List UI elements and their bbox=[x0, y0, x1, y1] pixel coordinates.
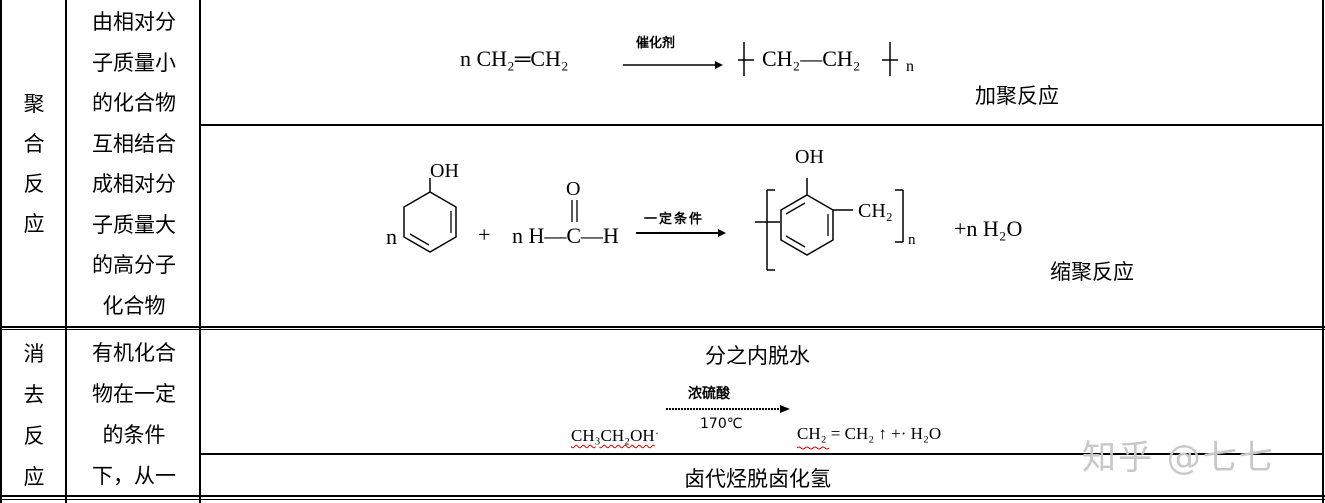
ethylene-product: CH₂ = CH₂ ↑ +· H₂O bbox=[797, 424, 942, 443]
inner-divider-polymer bbox=[201, 124, 1324, 126]
polymer-definition: 由相对分 子质量小 的化合物 互相结合 成相对分 子质量大 的高分子 化合物 bbox=[74, 2, 194, 326]
addition-catalyst: 催化剂 bbox=[636, 36, 676, 51]
dehydrohalogenation-title: 卤代烃脱卤化氢 bbox=[684, 467, 831, 491]
formaldehyde-oxygen: O bbox=[566, 178, 581, 200]
resin-oh: OH bbox=[795, 146, 824, 168]
addition-label: 加聚反应 bbox=[975, 84, 1059, 108]
definition-line: 的化合物 bbox=[92, 91, 176, 115]
resin-ch2: CH₂ bbox=[858, 200, 893, 222]
condensation-arrow bbox=[636, 229, 726, 237]
watermark: 知乎 @七七 bbox=[1082, 438, 1275, 478]
product-underline bbox=[796, 446, 830, 450]
category-char: 应 bbox=[23, 465, 45, 489]
category-char: 聚 bbox=[23, 92, 45, 116]
phenol-oh: OH bbox=[430, 160, 459, 182]
table-border-bottom bbox=[0, 495, 1325, 497]
row-divider bbox=[0, 326, 1325, 328]
definition-line: 互相结合 bbox=[92, 131, 176, 156]
definition-line: 有机化合 bbox=[92, 341, 176, 365]
definition-line: 子质量小 bbox=[92, 50, 176, 75]
table-border-left bbox=[0, 0, 2, 503]
definition-line: 由相对分 bbox=[92, 10, 176, 34]
dehydration-arrow bbox=[666, 405, 790, 413]
phenolic-resin-structure bbox=[755, 178, 904, 271]
dehydration-temperature: 170℃ bbox=[700, 416, 743, 432]
category-char: 消 bbox=[23, 342, 45, 366]
category-char: 去 bbox=[23, 383, 45, 407]
addition-product: CH₂—CH₂ bbox=[762, 46, 861, 71]
category-char: 反 bbox=[23, 172, 45, 196]
intramolecular-title: 分之内脱水 bbox=[705, 344, 810, 368]
water-product: +n H₂O bbox=[954, 216, 1023, 241]
table-border-right bbox=[1322, 0, 1324, 503]
addition-reactant: n CH₂═CH₂ bbox=[460, 46, 569, 71]
formaldehyde: n H—C—H bbox=[512, 223, 619, 248]
definition-line: 子质量大 bbox=[92, 212, 176, 237]
plus-sign: + bbox=[478, 222, 491, 247]
elimination-definition: 有机化合 物在一定 的条件 下，从一 bbox=[74, 333, 194, 497]
phenol-structure bbox=[403, 178, 457, 253]
polymer-category: 聚 合 反 应 bbox=[14, 84, 54, 244]
dehydration-catalyst: 浓硫酸 bbox=[688, 386, 730, 402]
polymer-bracket-left bbox=[738, 42, 754, 76]
category-char: 合 bbox=[23, 132, 45, 156]
addition-subscript: n bbox=[906, 58, 914, 75]
ethanol-dot: · bbox=[655, 426, 659, 440]
phenol-coefficient: n bbox=[386, 224, 397, 249]
definition-line: 化合物 bbox=[102, 293, 166, 318]
definition-line: 物在一定 bbox=[92, 382, 176, 406]
condensation-label: 缩聚反应 bbox=[1050, 260, 1134, 284]
definition-line: 的高分子 bbox=[92, 253, 176, 277]
condensation-condition: 一定条件 bbox=[644, 212, 705, 227]
definition-line: 的条件 bbox=[102, 423, 166, 447]
category-char: 反 bbox=[23, 424, 45, 448]
category-char: 应 bbox=[23, 212, 45, 236]
inner-divider-elim bbox=[201, 453, 1324, 455]
ethanol-reactant: CH₃CH₂OH bbox=[571, 426, 655, 445]
elimination-category: 消 去 反 应 bbox=[14, 334, 54, 498]
col-divider-2 bbox=[199, 0, 201, 503]
definition-line: 下，从一 bbox=[92, 464, 176, 488]
carbonyl-bond bbox=[571, 200, 578, 222]
definition-line: 成相对分 bbox=[92, 172, 176, 196]
resin-subscript: n bbox=[908, 232, 916, 248]
addition-arrow bbox=[623, 61, 723, 69]
polymer-bracket-right bbox=[882, 42, 898, 76]
col-divider-1 bbox=[65, 0, 67, 503]
